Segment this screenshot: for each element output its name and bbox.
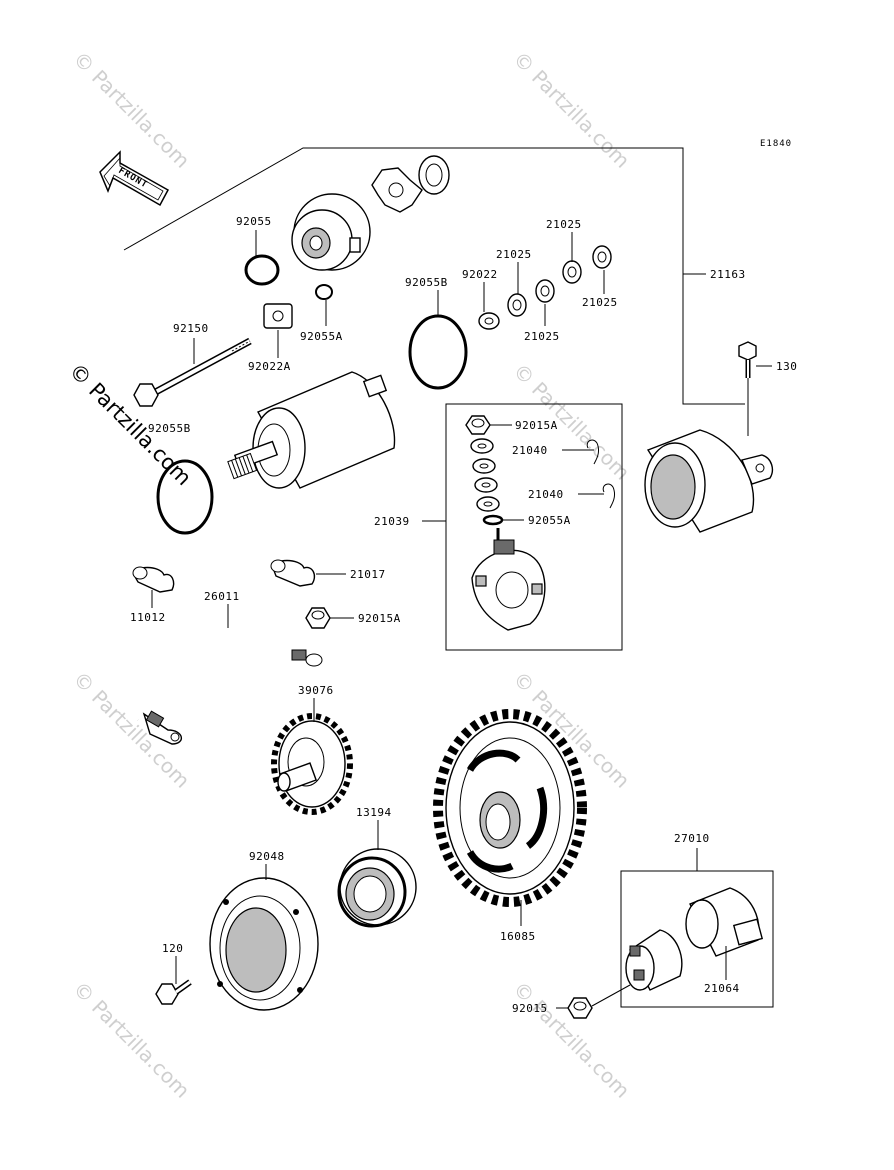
part-label: 16085 — [500, 930, 536, 943]
o-ring-small — [315, 284, 333, 300]
lock-plate — [371, 167, 423, 213]
starter-end-cover — [291, 193, 371, 271]
watermark: © Partzilla.com — [508, 977, 634, 1103]
bolt — [738, 341, 757, 378]
part-label: 21039 — [374, 515, 410, 528]
part-label: 92022A — [248, 360, 291, 373]
starter-clutch-gear — [433, 709, 587, 907]
o-ring-small — [482, 514, 504, 526]
brush-holder-box — [445, 403, 623, 651]
thrust-washer — [418, 155, 450, 195]
nut — [305, 607, 331, 629]
part-label: 92055A — [300, 330, 343, 343]
part-label: 11012 — [130, 611, 166, 624]
relay-boot — [685, 887, 764, 957]
part-label: 21025 — [546, 218, 582, 231]
terminal-boot — [270, 559, 316, 587]
watermark: © Partzilla.com — [68, 667, 194, 793]
part-label: 21017 — [350, 568, 386, 581]
watermark: © Partzilla.com — [68, 47, 194, 173]
clutch-housing — [209, 877, 319, 1011]
plate — [263, 303, 293, 329]
part-label: 21163 — [710, 268, 746, 281]
part-label: 92150 — [173, 322, 209, 335]
one-way-clutch — [337, 848, 417, 928]
starter-assembly-outline — [123, 147, 745, 405]
part-label: 92015A — [358, 612, 401, 625]
diagram-code: E1840 — [760, 139, 792, 149]
nut — [465, 415, 491, 435]
part-label: 92015A — [515, 419, 558, 432]
part-label: 21025 — [496, 248, 532, 261]
brush-plate — [471, 528, 546, 631]
part-label: 27010 — [674, 832, 710, 845]
part-label: 92022 — [462, 268, 498, 281]
part-label: 21040 — [528, 488, 564, 501]
part-labels: 92055 92055A 92022A 92150 92055B 92022 2… — [130, 215, 797, 1015]
part-label: 130 — [776, 360, 797, 373]
idle-gear — [271, 713, 353, 815]
part-label: 92055B — [405, 276, 448, 289]
washer-stack — [478, 245, 612, 330]
large-o-ring — [156, 459, 214, 535]
part-label: 39076 — [298, 684, 334, 697]
insulator-washers — [470, 438, 500, 512]
starter-relay — [625, 929, 683, 991]
leader-lines — [151, 230, 772, 1009]
part-label: 92055 — [236, 215, 272, 228]
starter-rear-cover — [644, 429, 774, 533]
part-label: 92048 — [249, 850, 285, 863]
starter-cable — [115, 625, 323, 745]
brush-spring — [586, 439, 615, 509]
starter-motor-body — [227, 371, 396, 489]
part-label: 13194 — [356, 806, 392, 819]
front-arrow-icon: FRONT — [99, 150, 170, 207]
part-label: 21064 — [704, 982, 740, 995]
large-o-ring — [408, 314, 468, 390]
o-ring — [244, 254, 280, 286]
part-label: 92015 — [512, 1002, 548, 1015]
nut — [567, 997, 593, 1019]
terminal-boot — [132, 566, 175, 593]
part-label: 92055B — [148, 422, 191, 435]
watermark: © Partzilla.com — [508, 47, 634, 173]
part-label: 92055A — [528, 514, 571, 527]
through-bolt — [133, 337, 252, 407]
bolt — [155, 979, 192, 1005]
part-label: 21025 — [524, 330, 560, 343]
part-label: 21025 — [582, 296, 618, 309]
part-label: 26011 — [204, 590, 240, 603]
part-label: 120 — [162, 942, 183, 955]
part-label: 21040 — [512, 444, 548, 457]
